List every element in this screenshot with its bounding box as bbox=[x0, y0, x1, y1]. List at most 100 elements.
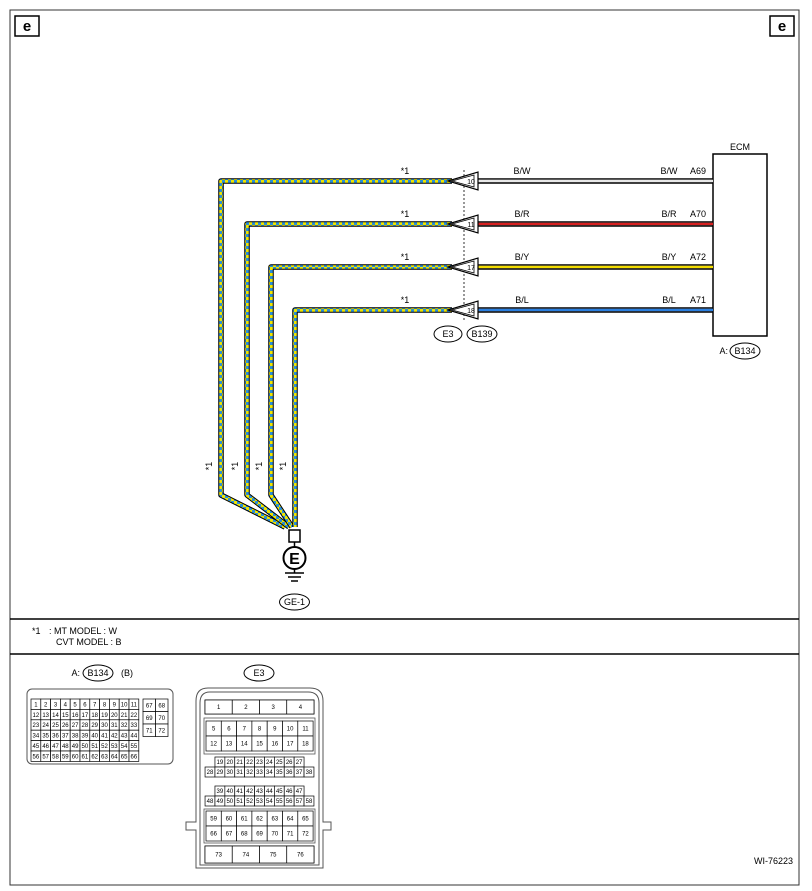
pin-number: 23 bbox=[256, 760, 263, 766]
pin-number: 5 bbox=[212, 727, 216, 733]
pin-number: 9 bbox=[273, 727, 277, 733]
pin-number: 43 bbox=[121, 734, 128, 740]
junction-connector-oval-left bbox=[433, 325, 463, 343]
pin-number: 68 bbox=[158, 703, 165, 709]
pin-number: 21 bbox=[121, 713, 128, 719]
pin-number: 37 bbox=[62, 734, 69, 740]
vertical-note: *1 bbox=[230, 462, 240, 471]
pin-number: 56 bbox=[33, 754, 40, 760]
pin-cell bbox=[297, 735, 314, 752]
junction-connector-left: E3 bbox=[442, 329, 453, 339]
pin-number: 73 bbox=[215, 853, 222, 859]
pin-number: 36 bbox=[286, 770, 293, 776]
pin-cell bbox=[128, 750, 140, 762]
pin-number: 3 bbox=[271, 705, 275, 711]
wire-note-17: *1 bbox=[401, 252, 410, 262]
pin-number: 1 bbox=[34, 702, 38, 708]
ecm-terminal-A71: A71 bbox=[690, 295, 706, 305]
pin-number: 24 bbox=[42, 723, 49, 729]
ecm-wires bbox=[478, 178, 713, 313]
wire-color-right-18: B/L bbox=[662, 295, 676, 305]
connector-arrow-18 bbox=[445, 300, 479, 320]
pin-number: 70 bbox=[158, 716, 165, 722]
ground-label-oval bbox=[279, 593, 310, 611]
pin-number: 14 bbox=[52, 713, 59, 719]
junction-connector-oval-right bbox=[466, 325, 498, 343]
pin-number: 51 bbox=[91, 744, 98, 750]
pin-number: 52 bbox=[101, 744, 108, 750]
pin-number: 14 bbox=[241, 742, 248, 748]
pin-number: 16 bbox=[72, 713, 79, 719]
pin-number: 11 bbox=[131, 702, 138, 708]
pin-number: 2 bbox=[244, 705, 248, 711]
pin-number: 31 bbox=[111, 723, 118, 729]
pin-number: 59 bbox=[210, 817, 217, 823]
pin-number: 1 bbox=[217, 705, 221, 711]
pin-number: 60 bbox=[226, 817, 233, 823]
pin-number: 57 bbox=[42, 754, 49, 760]
pin-number: 76 bbox=[297, 853, 304, 859]
pin-number: 39 bbox=[217, 789, 224, 795]
ecm-connector-oval bbox=[729, 342, 761, 360]
wire-note-10: *1 bbox=[401, 166, 410, 176]
pin-number: 47 bbox=[296, 789, 303, 795]
pin-number: 69 bbox=[146, 716, 153, 722]
pin-number: 27 bbox=[72, 723, 79, 729]
connector-arrow-17 bbox=[445, 257, 479, 277]
wire-note-11: *1 bbox=[401, 209, 410, 219]
svg-text:e: e bbox=[23, 18, 31, 35]
pin-number: 57 bbox=[296, 799, 303, 805]
pin-number: 75 bbox=[270, 853, 277, 859]
pin-number: 74 bbox=[243, 853, 250, 859]
pin-cell bbox=[286, 845, 315, 864]
pin-number: 13 bbox=[42, 713, 49, 719]
pin-number: 34 bbox=[33, 734, 40, 740]
ground-wire-17 bbox=[269, 265, 452, 528]
pin-number: 9 bbox=[113, 702, 117, 708]
pin-number: 36 bbox=[52, 734, 59, 740]
pin-number: 61 bbox=[241, 817, 248, 823]
pin-number: 19 bbox=[101, 713, 108, 719]
ecm-terminal-A70: A70 bbox=[690, 209, 706, 219]
pin-number: 6 bbox=[227, 727, 231, 733]
pin-number: 10 bbox=[121, 702, 128, 708]
pin-number: 17 bbox=[82, 713, 89, 719]
pin-number: 13 bbox=[226, 742, 233, 748]
pin-number: 67 bbox=[226, 832, 233, 838]
pin-number: 28 bbox=[207, 770, 214, 776]
wire-color-right-11: B/R bbox=[661, 209, 677, 219]
ecm-title: ECM bbox=[730, 142, 750, 152]
svg-text:e: e bbox=[778, 18, 786, 35]
pin-number: 65 bbox=[302, 817, 309, 823]
pin-number: 63 bbox=[272, 817, 279, 823]
svg-text:A:: A: bbox=[71, 668, 80, 678]
svg-text:(B): (B) bbox=[121, 668, 133, 678]
junction-connector-right: B139 bbox=[471, 329, 492, 339]
pin-number: 58 bbox=[306, 799, 313, 805]
wire-color-left-18: B/L bbox=[515, 295, 529, 305]
wire-color-left-10: B/W bbox=[514, 166, 532, 176]
pin-number: 4 bbox=[299, 705, 303, 711]
pin-number: 55 bbox=[131, 744, 138, 750]
pin-number: 5 bbox=[73, 702, 77, 708]
pin-number: 59 bbox=[62, 754, 69, 760]
pin-cell bbox=[155, 723, 169, 737]
pin-number: 3 bbox=[54, 702, 58, 708]
pin-number: 32 bbox=[246, 770, 253, 776]
wire-color-left-11: B/R bbox=[514, 209, 530, 219]
pin-number: 53 bbox=[111, 744, 118, 750]
ground-wire-17-outline bbox=[268, 264, 452, 529]
connector-arrow-11 bbox=[445, 214, 479, 234]
pin-number: 61 bbox=[82, 754, 89, 760]
pin-cell bbox=[286, 699, 315, 715]
pin-number: 66 bbox=[131, 754, 138, 760]
ecm-box bbox=[712, 153, 768, 337]
pin-number: 15 bbox=[62, 713, 69, 719]
ground-wires bbox=[218, 178, 452, 530]
pin-number: 15 bbox=[256, 742, 263, 748]
pin-number: 49 bbox=[217, 799, 224, 805]
pin-number: 48 bbox=[207, 799, 214, 805]
